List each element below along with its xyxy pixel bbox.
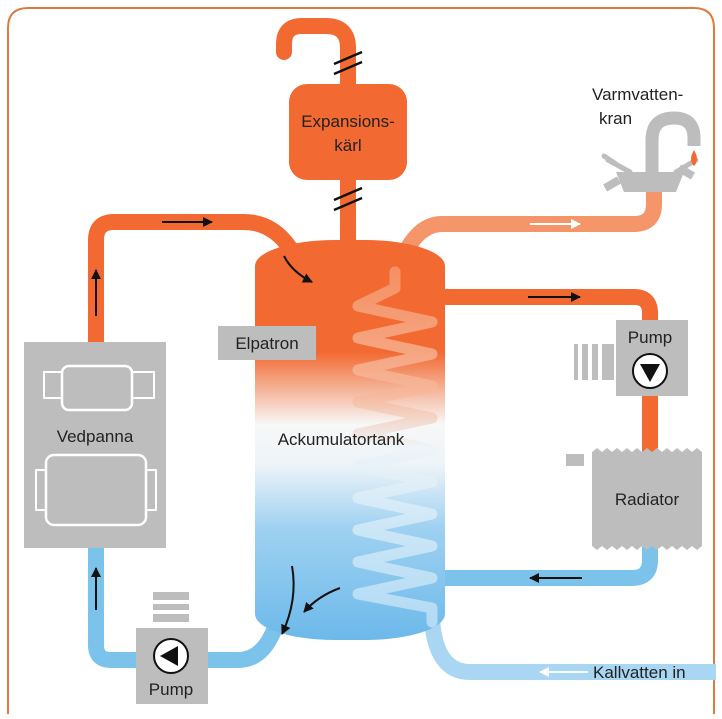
cold-water-pipe — [424, 619, 716, 680]
boiler-label: Vedpanna — [57, 427, 134, 446]
hot-tap-label-line1: Varmvatten- — [592, 85, 683, 104]
expansion-vessel — [289, 84, 407, 180]
cold-water-label: Kallvatten in — [593, 663, 686, 682]
boiler-supply-pipe — [88, 214, 297, 345]
boiler-return-pipe — [88, 545, 136, 668]
flow-arrows — [91, 217, 582, 635]
expansion-label-line2: kärl — [334, 136, 361, 155]
pipe-break-marks — [333, 50, 363, 212]
pump-to-tank-pipe — [206, 626, 282, 668]
expansion-label-line1: Expansions- — [301, 112, 395, 131]
heater-box — [218, 326, 316, 360]
radiator-return-pipe — [440, 545, 658, 586]
diagram-frame — [7, 7, 715, 714]
pump-left-label: Pump — [149, 680, 193, 699]
radiator-supply-pipe — [440, 289, 658, 320]
arrow-tank-out-1 — [281, 565, 295, 635]
heater-label: Elpatron — [235, 334, 298, 353]
tank-coil — [352, 266, 438, 628]
arrow-into-tank — [283, 255, 313, 283]
pump-left — [136, 592, 208, 704]
radiator — [566, 448, 702, 550]
pump-right-label: Pump — [628, 328, 672, 347]
hot-tap-label-line2: kran — [599, 109, 632, 128]
white-flow-arrows — [530, 219, 588, 677]
radiator-label: Radiator — [615, 490, 680, 509]
hot-water-tap — [601, 111, 701, 192]
arrow-tank-out-2 — [303, 587, 341, 613]
wood-boiler — [24, 342, 166, 548]
tank-label: Ackumulatortank — [278, 430, 405, 449]
expansion-pipe — [276, 18, 356, 253]
pump-right — [574, 320, 688, 396]
